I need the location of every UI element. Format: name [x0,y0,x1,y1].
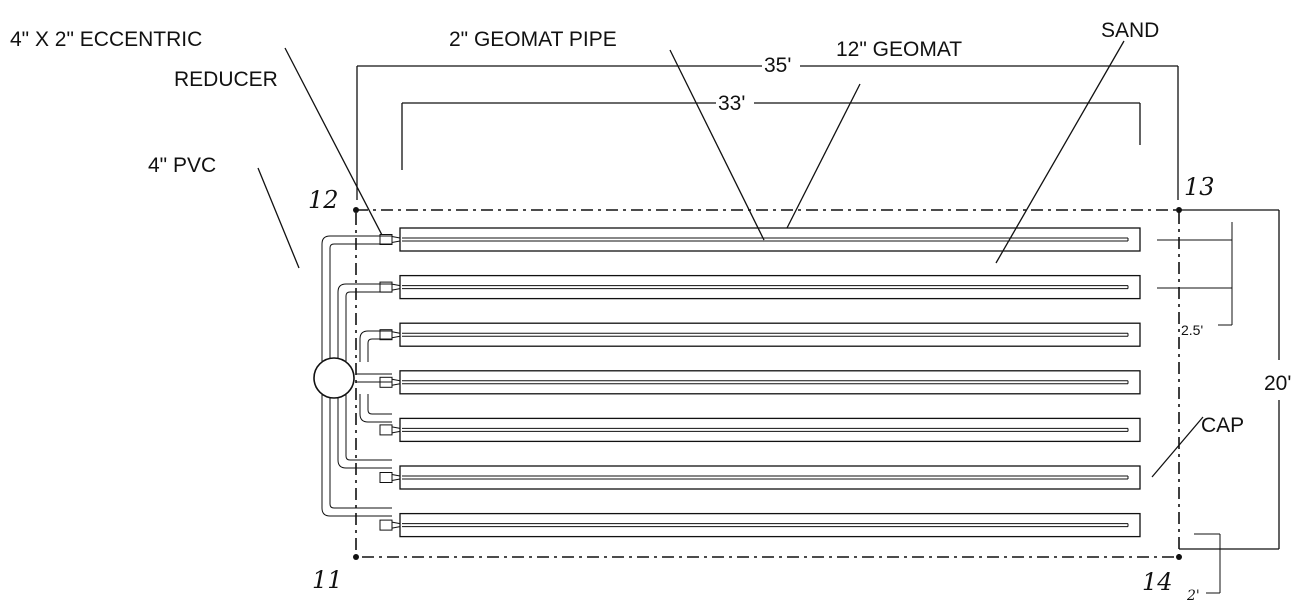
eccentric-reducer [379,472,393,483]
pvc-label: 4" PVC [148,154,216,177]
geomat-row [399,370,1141,395]
geomat-leader [786,83,861,229]
corner-point-14 [1176,554,1182,560]
geomat-row [399,512,1141,538]
reducer-taper-bottom [391,430,401,434]
cap-boundary [355,209,1180,558]
width-dim: 20' [1264,372,1291,395]
reducer-leader [284,47,384,238]
reducer-taper-bottom [391,240,401,243]
spacing-dim: 2.5' [1181,322,1203,338]
reducer-taper-top [391,283,401,287]
pipe-leader [669,49,765,241]
reducer-taper-bottom [391,526,401,529]
reducer-taper-top [391,474,401,477]
geomat-row [399,417,1141,443]
corner-label-11: 11 [312,566,343,594]
reducer-taper-bottom [391,335,401,339]
geomat-row [399,227,1141,252]
reducer-label-line2: REDUCER [174,68,278,91]
edge-dim: 2' [1186,588,1200,604]
sand-label: SAND [1101,19,1159,42]
reducer-taper-top [391,426,401,429]
manifold-branch3-b [367,338,392,362]
eccentric-reducer [379,519,393,531]
cap-label: CAP [1201,414,1244,437]
reducer-taper-bottom [391,478,401,481]
geomat-rows [379,227,1141,538]
pvc-leader [257,167,300,269]
distribution-box [313,357,355,399]
corner-point-12 [353,207,359,213]
cap-leader [1151,416,1204,478]
reducer-taper-bottom [391,383,401,386]
corner-label-12: 12 [308,186,339,214]
manifold-branch3-d [367,394,392,415]
sand-leader [995,40,1125,264]
reducer-taper-top [391,236,401,239]
eccentric-reducer [379,329,393,341]
corner-label-13: 13 [1184,173,1215,201]
geomat-pipe-label: 2" GEOMAT PIPE [449,28,617,51]
reducer-taper-top [391,378,401,382]
outer-length-dim: 35' [764,54,791,77]
manifold-branch3-c [359,394,392,423]
geomat-row [399,274,1141,300]
geomat-label: 12" GEOMAT [836,38,962,61]
eccentric-reducer [379,424,393,436]
reducer-label-line1: 4" X 2" ECCENTRIC [10,28,202,51]
corner-label-14: 14 [1142,568,1173,596]
reducer-taper-top [391,521,401,525]
corner-point-11 [353,554,359,560]
supply-manifold [313,235,392,517]
geomat-row [399,322,1141,347]
inner-length-dim: 33' [718,92,745,115]
manifold-branch3-a [359,330,392,362]
geomat-row [399,465,1141,490]
reducer-taper-bottom [391,288,401,291]
reducer-taper-top [391,331,401,334]
